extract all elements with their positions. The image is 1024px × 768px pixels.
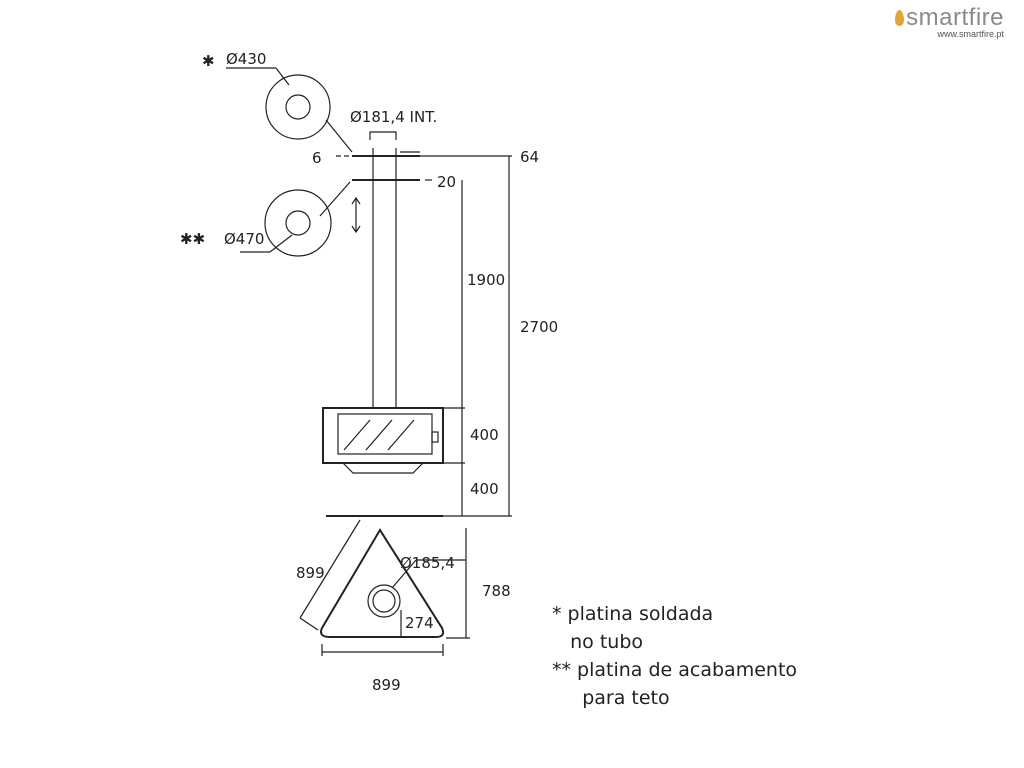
legend-welded-plate-cont: no tubo [552, 631, 644, 653]
legend-welded-plate: * platina soldada [552, 603, 714, 625]
upper-plate-marker: ✱ [202, 52, 215, 70]
legend-finishing-plate-cont: para teto [552, 687, 670, 709]
dim-floor-label: 400 [470, 480, 499, 498]
lower-plate-marker: ✱✱ [180, 230, 205, 248]
plan-base-label: 899 [372, 676, 401, 694]
lower-plate: ✱✱ Ø470 [180, 181, 351, 257]
outlet-diameter-label: Ø185,4 [400, 554, 455, 572]
flue-diameter-label: Ø181,4 INT. [350, 108, 437, 126]
lower-plate-diameter: Ø470 [224, 230, 264, 248]
plan-side-label: 899 [296, 564, 325, 582]
dim-20-label: 20 [437, 173, 456, 191]
flame-icon [895, 10, 905, 26]
brand-logo: smartfire www.smartfire.pt [895, 4, 1004, 39]
outlet-offset-label: 274 [405, 614, 434, 632]
plan-depth-label: 788 [482, 582, 511, 600]
logo-url: www.smartfire.pt [937, 29, 1004, 39]
logo-wordmark: smartfire [906, 4, 1004, 31]
upper-plate: ✱ Ø430 [202, 50, 353, 153]
legend: * platina soldada no tubo ** platina de … [552, 600, 797, 712]
upper-plate-diameter: Ø430 [226, 50, 266, 68]
dim-2700-label: 2700 [520, 318, 558, 336]
dim-6-label: 6 [312, 149, 322, 167]
plan-view: Ø185,4 274 899 788 899 [296, 519, 511, 694]
legend-finishing-plate: ** platina de acabamento [552, 659, 798, 681]
dim-1900-label: 1900 [467, 271, 505, 289]
elevation-view: Ø181,4 INT. 6 64 20 [312, 108, 558, 517]
dim-64-label: 64 [520, 148, 539, 166]
dim-body-label: 400 [470, 426, 499, 444]
